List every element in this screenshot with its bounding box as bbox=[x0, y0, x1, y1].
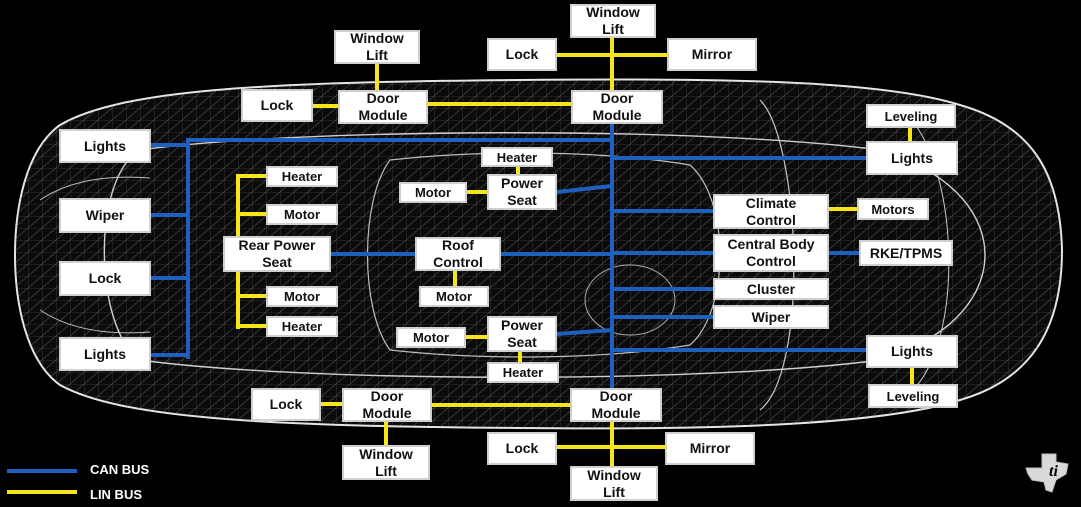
roof-control-box: Roof Control bbox=[415, 237, 501, 271]
motors-box: Motors bbox=[857, 198, 929, 220]
lights-right-top-box: Lights bbox=[866, 141, 958, 175]
power-seat-bottom-box: Power Seat bbox=[487, 316, 557, 352]
lin-bus-legend-swatch bbox=[7, 490, 77, 494]
lights-left-top-box: Lights bbox=[59, 129, 151, 163]
lock-bottom-left-box: Lock bbox=[251, 388, 321, 421]
window-lift-bottom-right-box: Window Lift bbox=[570, 466, 658, 501]
motor-rear-top-box: Motor bbox=[266, 204, 338, 225]
wiper-left-box: Wiper bbox=[59, 198, 151, 233]
climate-control-box: Climate Control bbox=[713, 194, 829, 229]
window-lift-top-right-box: Window Lift bbox=[570, 4, 656, 38]
texas-instruments-logo-icon: ti bbox=[1025, 453, 1069, 493]
lights-right-bottom-box: Lights bbox=[866, 335, 958, 368]
lights-left-bottom-box: Lights bbox=[59, 337, 151, 371]
heater-rear-top-box: Heater bbox=[266, 166, 338, 187]
motor-rear-bottom-box: Motor bbox=[266, 286, 338, 307]
svg-text:ti: ti bbox=[1049, 463, 1058, 480]
lock-left-box: Lock bbox=[59, 261, 151, 296]
power-seat-top-box: Power Seat bbox=[487, 174, 557, 210]
door-module-bottom-right-box: Door Module bbox=[570, 388, 662, 422]
door-module-top-left-box: Door Module bbox=[338, 90, 428, 124]
window-lift-top-left-box: Window Lift bbox=[334, 30, 420, 64]
leveling-bottom-box: Leveling bbox=[868, 384, 958, 408]
central-body-control-box: Central Body Control bbox=[713, 234, 829, 272]
heater-front-top-box: Heater bbox=[481, 147, 553, 167]
lock-top-left-box: Lock bbox=[241, 89, 313, 122]
lin-bus-legend-label: LIN BUS bbox=[90, 487, 142, 502]
lock-bottom-right-box: Lock bbox=[487, 432, 557, 465]
can-link-power-seat-top bbox=[554, 183, 615, 195]
motor-front-bottom-box: Motor bbox=[396, 327, 466, 348]
rear-power-seat-box: Rear Power Seat bbox=[223, 236, 331, 272]
door-module-bottom-left-box: Door Module bbox=[342, 388, 432, 422]
mirror-bottom-box: Mirror bbox=[665, 432, 755, 465]
can-bus-legend-label: CAN BUS bbox=[90, 462, 150, 477]
window-lift-bottom-left-box: Window Lift bbox=[342, 445, 430, 480]
cluster-box: Cluster bbox=[713, 278, 829, 300]
rke-tpms-box: RKE/TPMS bbox=[859, 240, 953, 266]
door-module-top-right-box: Door Module bbox=[571, 90, 663, 124]
leveling-top-box: Leveling bbox=[866, 104, 956, 128]
can-link-power-seat-bottom bbox=[554, 327, 615, 337]
motor-roof-box: Motor bbox=[419, 286, 489, 307]
heater-rear-bottom-box: Heater bbox=[266, 316, 338, 337]
motor-front-top-box: Motor bbox=[399, 182, 467, 203]
wiper-right-box: Wiper bbox=[713, 305, 829, 329]
lock-top-right-box: Lock bbox=[487, 38, 557, 71]
mirror-top-box: Mirror bbox=[667, 38, 757, 71]
heater-front-bottom-box: Heater bbox=[487, 362, 559, 383]
can-bus-legend-swatch bbox=[7, 469, 77, 473]
